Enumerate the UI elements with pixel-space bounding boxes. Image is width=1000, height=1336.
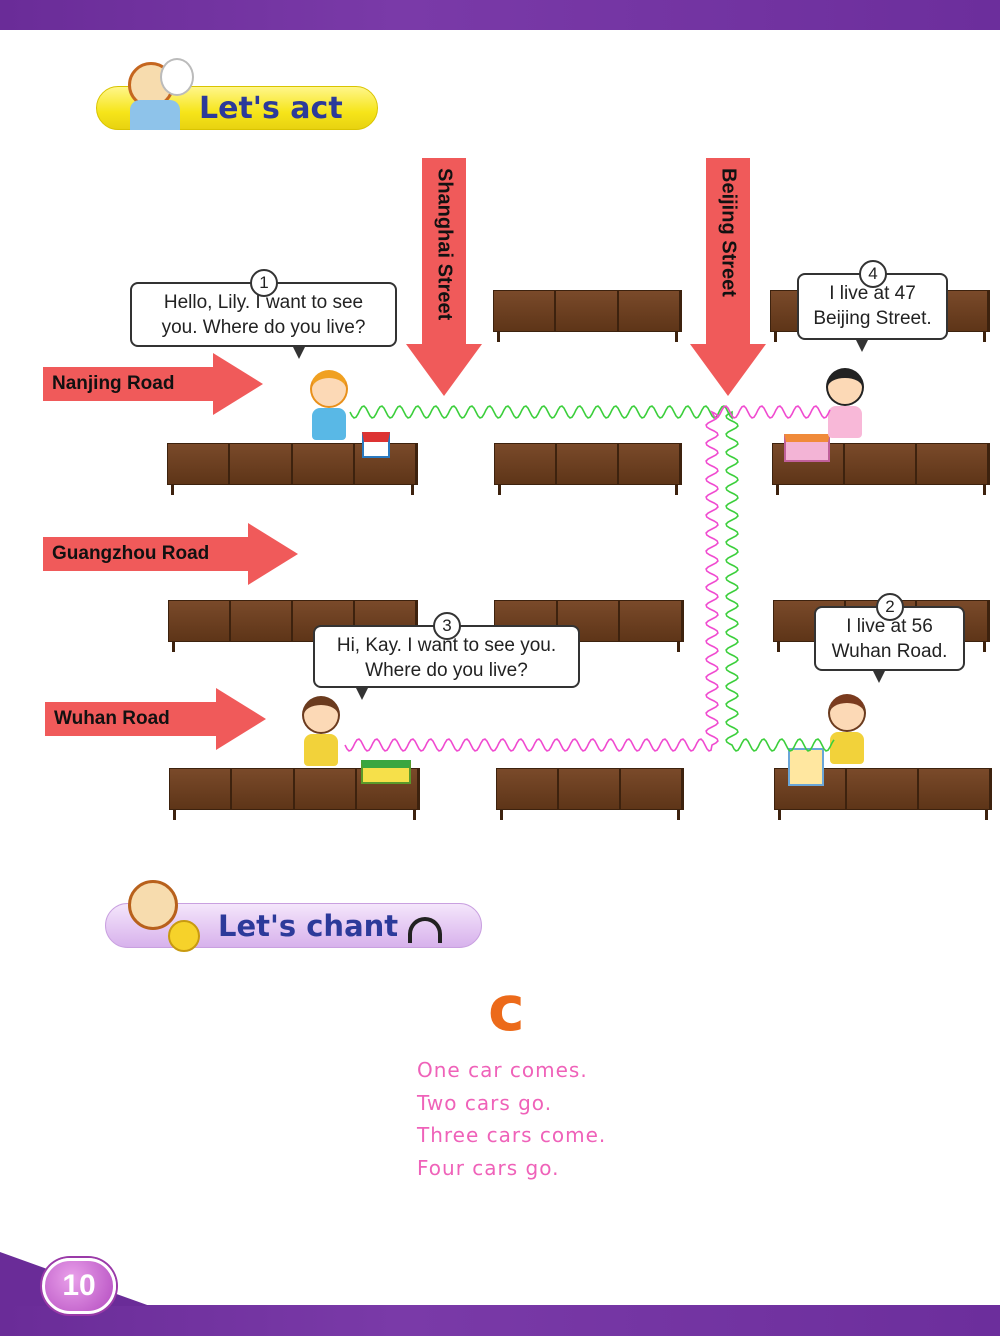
monkey-with-gong-icon [128,880,178,930]
letter-c: c [488,972,525,1045]
chant-line-2: Two cars go. [417,1091,553,1115]
beijing-street-arrow: Beijing Street [690,158,766,396]
monkey-body [130,100,180,130]
page-number-badge: 10 [42,1258,116,1314]
speech-bubble-1: 1 Hello, Lily. I want to see you. Where … [130,269,397,359]
bubble-number-3: 3 [433,612,461,640]
bubble-number-1: 1 [250,269,278,297]
bottom-decorative-band [0,1305,1000,1336]
shanghai-street-label: Shanghai Street [433,168,456,321]
chant-line-4: Four cars go. [417,1156,560,1180]
bubble-3-line-2: Where do you live? [365,660,528,681]
building-block [494,443,682,495]
lets-chant-title: Let's chant [218,908,399,943]
bubble-2-line-2: Wuhan Road. [831,641,948,662]
gong-icon [168,920,200,952]
speech-bubble-2: 2 I live at 56 Wuhan Road. [814,593,965,683]
shanghai-street-arrow: Shanghai Street [406,158,482,396]
guangzhou-road-label: Guangzhou Road [43,537,250,571]
girl-on-phone-4 [820,364,880,440]
bubble-4-line-2: Beijing Street. [813,308,932,329]
speech-bubble-3: 3 Hi, Kay. I want to see you. Where do y… [313,612,580,700]
nanjing-road-label: Nanjing Road [43,367,215,401]
guangzhou-road-arrow: Guangzhou Road [43,523,298,585]
page-number: 10 [62,1269,96,1302]
bubble-2-line-1: I live at 56 [846,616,933,637]
nanjing-road-arrow: Nanjing Road [43,353,263,415]
lets-act-title: Let's act [199,90,343,126]
top-decorative-band [0,0,1000,30]
bubble-1-line-2: you. Where do you live? [161,317,366,338]
bubble-1-line-1: Hello, Lily. I want to see [163,292,364,313]
green-house-icon [361,760,411,784]
theater-mask-icon [160,58,194,96]
building-block [496,768,684,820]
house-icon [362,432,390,458]
apartment-icon [788,748,824,786]
beijing-street-label: Beijing Street [717,168,740,297]
boy-on-phone-1 [304,366,364,442]
girl-on-phone-2 [822,690,886,766]
bubble-number-4: 4 [859,260,887,288]
bubble-4-line-1: I live at 47 [829,283,916,304]
chant-line-1: One car comes. [417,1058,588,1082]
boy-on-phone-3 [296,692,356,768]
headphones-icon[interactable] [408,916,443,943]
chant-line-3: Three cars come. [417,1123,607,1147]
building-block [493,290,682,342]
wuhan-road-arrow: Wuhan Road [45,688,266,750]
bubble-number-2: 2 [876,593,904,621]
wuhan-road-label: Wuhan Road [45,702,218,736]
speech-bubble-4: 4 I live at 47 Beijing Street. [797,260,948,352]
